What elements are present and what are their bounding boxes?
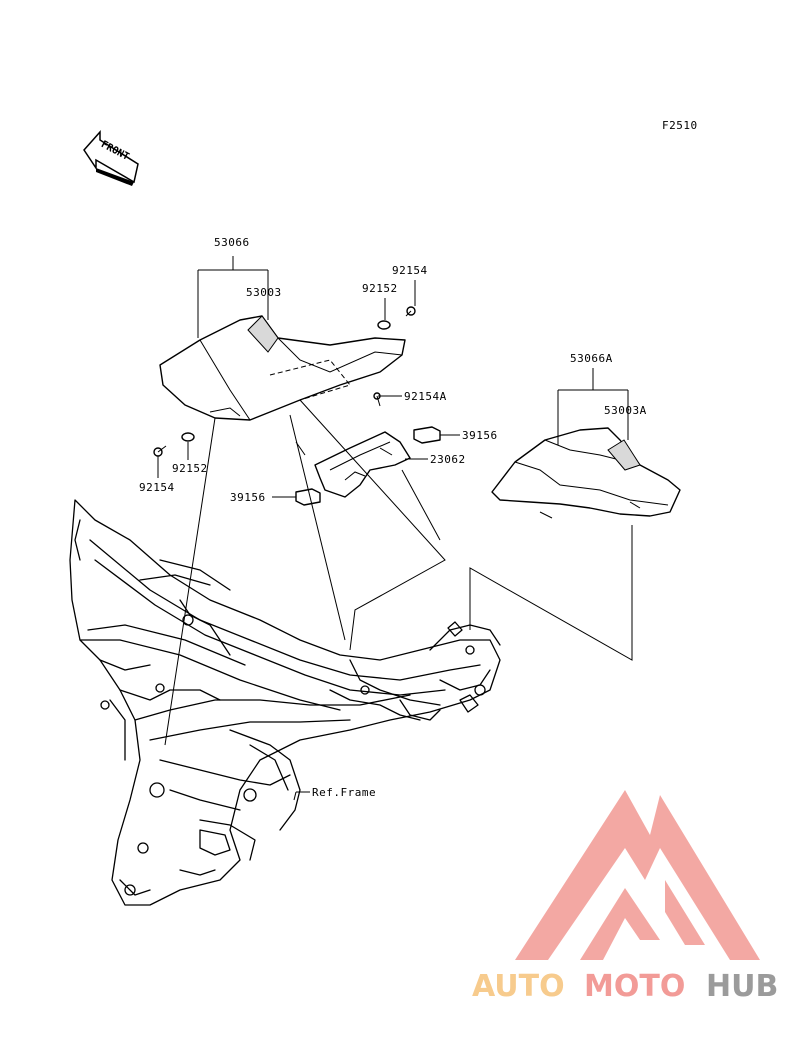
automotohub-logo: AUTO MOTO HUB	[472, 790, 778, 1004]
label-53003A: 53003A	[604, 404, 647, 417]
label-39156-right: 39156	[462, 429, 498, 442]
label-53066A: 53066A	[570, 352, 613, 365]
seat-cowl	[491, 427, 681, 519]
seat-bracket	[314, 431, 411, 498]
label-92154A: 92154A	[404, 390, 447, 403]
logo-text-hub: HUB	[706, 969, 778, 1004]
label-23062: 23062	[430, 453, 466, 466]
leader-lines	[157, 256, 633, 801]
label-53066: 53066	[214, 236, 250, 249]
label-39156-left: 39156	[230, 491, 266, 504]
logo-text-auto: AUTO	[472, 969, 565, 1004]
label-92154-top: 92154	[392, 264, 428, 277]
rubber-damper-right	[413, 426, 441, 444]
part-labels: 53066 53003 92154 92152 92154A 39156 230…	[139, 236, 647, 799]
front-arrow-icon: FRONT	[83, 130, 139, 186]
label-53003: 53003	[246, 286, 282, 299]
frame-drawing	[69, 499, 501, 906]
label-92154-bottom: 92154	[139, 481, 175, 494]
hardware-bottom-left	[153, 432, 195, 457]
diagram-code: F2510	[662, 119, 698, 132]
label-92152-bottom: 92152	[172, 462, 208, 475]
label-ref-frame: Ref.Frame	[312, 786, 376, 799]
rider-seat	[159, 315, 406, 421]
logo-text-moto: MOTO	[584, 969, 685, 1004]
rubber-damper-left	[295, 488, 321, 506]
label-92152-top: 92152	[362, 282, 398, 295]
